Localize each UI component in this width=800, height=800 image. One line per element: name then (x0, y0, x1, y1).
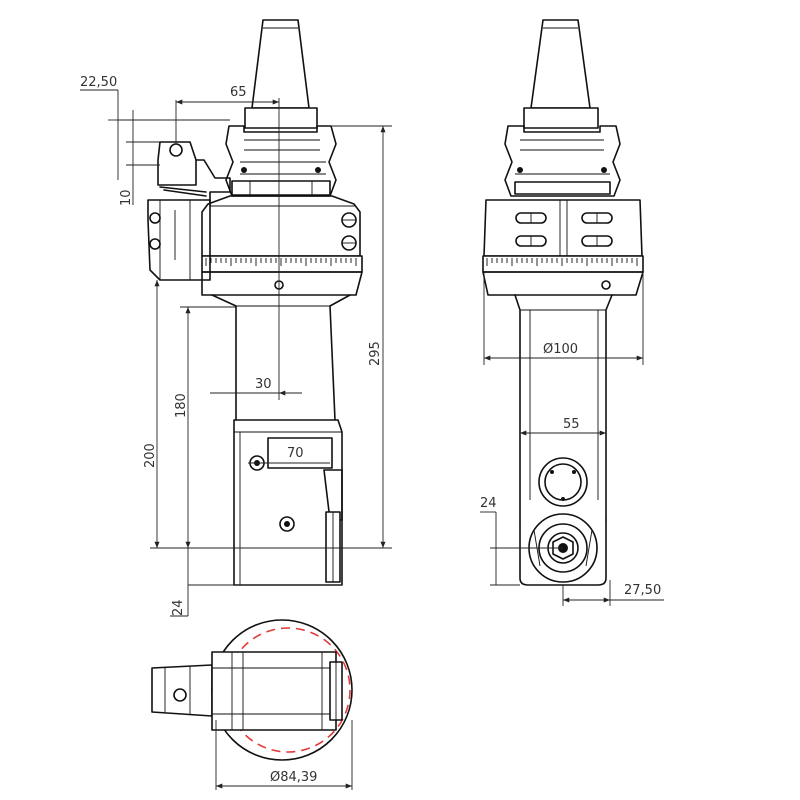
dim-diameter-84-39: Ø84,39 (270, 770, 317, 785)
front-view (482, 19, 644, 586)
dim-30: 30 (255, 377, 272, 392)
dim-diameter-100: Ø100 (543, 342, 578, 357)
bottom-view (151, 619, 353, 761)
dimension-lines (80, 89, 664, 790)
dim-180: 180 (174, 393, 189, 418)
dim-22-50: 22,50 (80, 75, 117, 90)
dim-24-right: 24 (480, 496, 497, 511)
dim-200: 200 (143, 443, 158, 468)
dim-65: 65 (230, 85, 247, 100)
dim-27-50: 27,50 (624, 583, 661, 598)
dim-24-left: 24 (171, 599, 186, 616)
hidden-circle (225, 627, 351, 753)
dim-70: 70 (287, 446, 304, 461)
side-view (147, 19, 363, 586)
dimension-labels: 22,50 65 10 295 30 180 200 70 24 Ø100 55… (80, 75, 661, 785)
dim-10: 10 (119, 189, 134, 206)
dim-295: 295 (368, 341, 383, 366)
dim-55: 55 (563, 417, 580, 432)
